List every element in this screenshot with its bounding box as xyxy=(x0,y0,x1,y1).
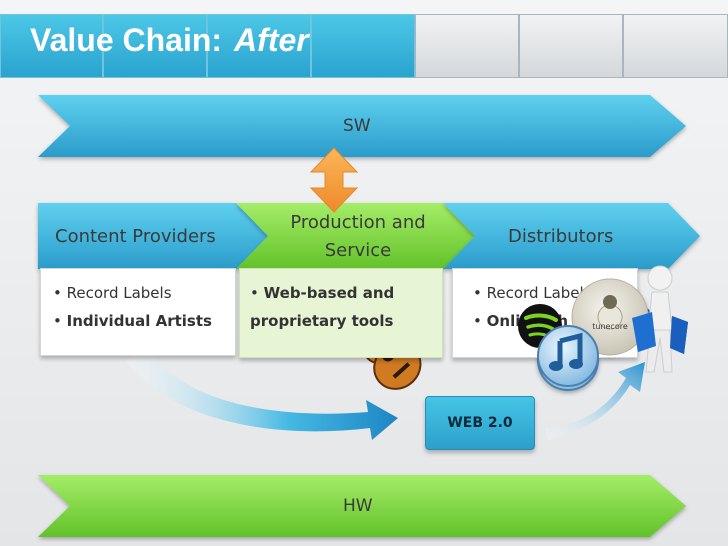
title-cell xyxy=(103,14,207,78)
title-cell xyxy=(311,14,415,78)
stage-content-providers: Content Providers xyxy=(55,226,216,247)
sweep-arrow-right xyxy=(545,362,645,440)
list-item: • Record Labels xyxy=(473,279,629,307)
production-list: • Web-based and proprietary tools xyxy=(239,268,443,358)
stage-production: Production and Service xyxy=(258,209,458,265)
list-item: • Individual Artists xyxy=(53,307,227,335)
list-item: • Web-based and xyxy=(250,279,434,307)
title-cell xyxy=(207,14,311,78)
title-cell xyxy=(0,14,103,78)
bullet: • xyxy=(250,284,259,302)
list-item: proprietary tools xyxy=(250,307,434,335)
shopper-figure-icon xyxy=(632,270,688,373)
list-item-label: Record Labels xyxy=(66,284,172,302)
bullet: • xyxy=(53,284,62,302)
title-strip xyxy=(0,14,728,78)
distributor-icons-overlay: tunecore xyxy=(518,270,688,387)
sw-band xyxy=(38,95,686,157)
sweep-arrow-left xyxy=(125,350,398,440)
title-emphasis: After xyxy=(234,22,309,58)
list-item-label: Individual Artists xyxy=(66,312,212,330)
list-item-label: Record Labels xyxy=(486,284,592,302)
list-item-label: proprietary tools xyxy=(250,312,394,330)
chevron-content-providers xyxy=(38,203,268,269)
bullet: • xyxy=(473,312,482,330)
bullet: • xyxy=(473,284,482,302)
list-item: • Record Labels xyxy=(53,279,227,307)
bullet: • xyxy=(53,312,62,330)
web2-badge: WEB 2.0 xyxy=(425,396,535,450)
double-arrow xyxy=(309,147,359,213)
sw-band-label: SW xyxy=(343,116,371,136)
tunecore-logo-text: tunecore xyxy=(592,322,628,331)
stage-production-line2: Service xyxy=(324,240,392,261)
itunes-icon xyxy=(537,325,599,387)
title-cell xyxy=(623,14,728,78)
chevron-distributors xyxy=(443,203,700,269)
stage-production-line1: Production and xyxy=(290,212,426,233)
hw-band-label: HW xyxy=(343,496,373,516)
title-main: Value Chain: xyxy=(30,22,223,58)
stage-distributors: Distributors xyxy=(508,226,614,247)
title-cell xyxy=(519,14,623,78)
hw-band xyxy=(38,475,686,537)
chevron-production xyxy=(236,203,475,269)
title-cell xyxy=(415,14,519,78)
content-providers-list: • Record Labels • Individual Artists xyxy=(40,268,236,356)
list-item-label: Web-based and xyxy=(263,284,395,302)
slide-title: Value Chain: After xyxy=(30,22,309,59)
